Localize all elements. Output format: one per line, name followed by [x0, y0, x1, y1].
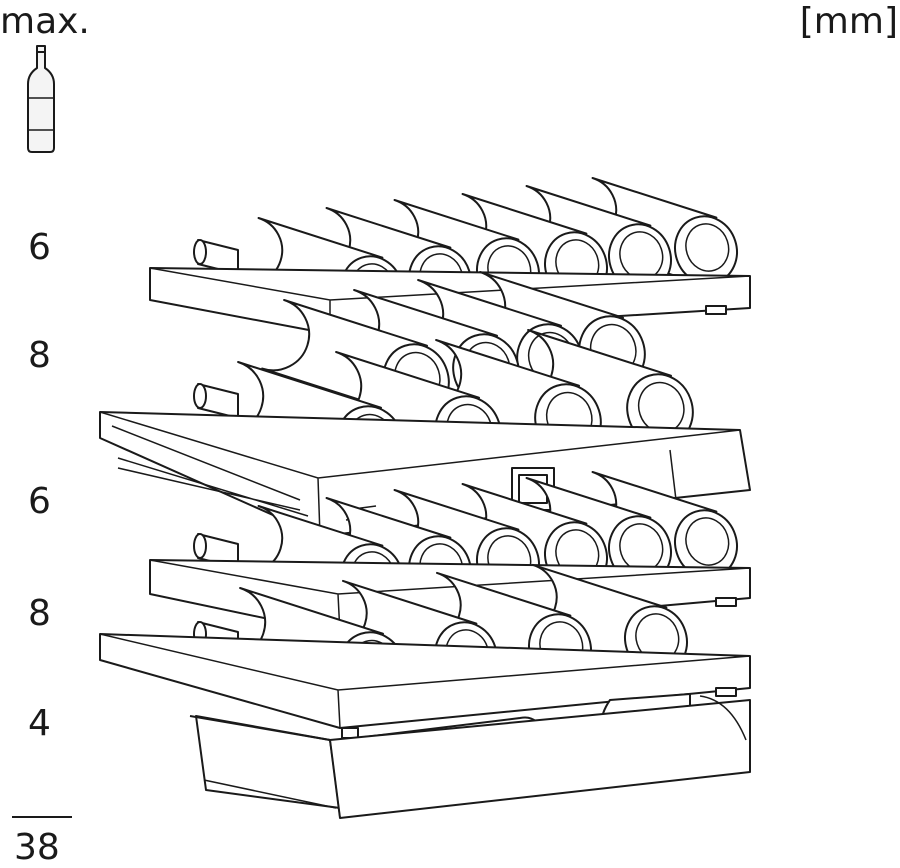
- bottle-neck: [193, 383, 239, 419]
- shelf-3-count: 6: [28, 481, 51, 522]
- bottle-neck: [193, 533, 239, 569]
- total-count: 38: [14, 827, 60, 868]
- shelf-5: [189, 693, 751, 819]
- max-label: max.: [0, 1, 90, 42]
- shelf-2-count: 8: [28, 335, 51, 376]
- bottle-neck: [193, 239, 239, 275]
- shelf-4-count: 8: [28, 593, 51, 634]
- unit-label: [mm]: [799, 1, 898, 42]
- shelf-1-count: 6: [28, 227, 51, 268]
- shelf-4: [99, 563, 751, 739]
- total-divider: [12, 816, 72, 818]
- shelf-5-count: 4: [28, 703, 51, 744]
- wine-bottle-icon: [27, 45, 55, 153]
